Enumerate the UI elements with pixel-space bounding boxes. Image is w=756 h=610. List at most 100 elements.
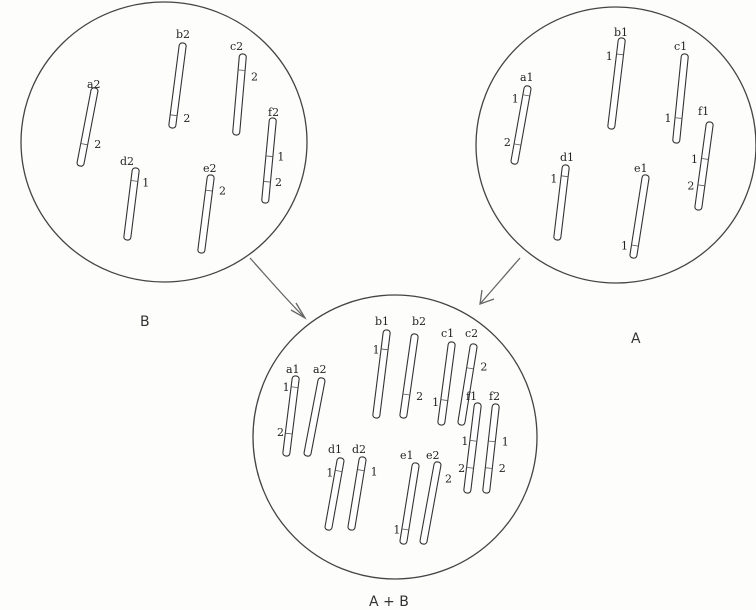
centromere-band [335, 469, 343, 472]
chromosome-label-b1: b1 [614, 26, 628, 39]
arm-marker: 1 [142, 176, 149, 189]
arm-marker: 1 [373, 343, 380, 356]
arm-marker: 1 [283, 381, 290, 394]
hybrid-circle [252, 294, 538, 580]
chromosome-b1 [372, 329, 391, 419]
arrow-b-to-hybrid [249, 257, 306, 319]
chromosome-label-c2: c2 [230, 40, 243, 53]
chromosome-label-d2: d2 [352, 443, 366, 456]
chromosome-b2 [168, 42, 187, 129]
centromere-band [238, 69, 246, 71]
chromosome-label-a1: a1 [520, 71, 534, 84]
chromosome-body [399, 462, 420, 545]
centromere-band [616, 53, 624, 56]
centromere-band [522, 94, 530, 97]
chromosome-e1 [629, 174, 650, 259]
chromosome-label-d1: d1 [560, 151, 574, 164]
centromere-band [80, 143, 88, 146]
chromosome-label-a1: a1 [286, 363, 300, 376]
arm-marker: 1 [550, 173, 557, 186]
arm-marker: 1 [393, 523, 400, 536]
chromosome-f1 [694, 121, 714, 211]
arm-marker: 2 [183, 112, 190, 125]
arm-marker: 1 [691, 153, 698, 166]
chromosome-d1 [324, 457, 345, 531]
caption-a: A [631, 331, 641, 347]
chromosome-label-f1: f1 [698, 105, 709, 118]
chromosome-a1 [510, 85, 532, 165]
chromosome-a2 [76, 87, 99, 167]
chromosome-c2 [457, 343, 478, 426]
chromosome-body [168, 42, 187, 129]
arm-marker: 1 [432, 396, 439, 409]
chromosome-b2 [399, 333, 419, 419]
arm-marker: 2 [277, 426, 284, 439]
centromere-band [697, 184, 705, 187]
caption-a-plus-b: A + B [369, 594, 409, 610]
chromosome-label-c1: c1 [674, 40, 687, 53]
centromere-band [513, 143, 522, 146]
chromosome-body [372, 329, 391, 419]
arm-marker: 2 [445, 472, 452, 485]
centromere-band [701, 158, 709, 160]
chromosome-c1 [437, 341, 456, 426]
chromosome-b1 [607, 37, 626, 130]
chromosome-label-d2: d2 [120, 155, 134, 168]
chromosome-a1 [282, 375, 300, 457]
chromosome-label-c2: c2 [465, 327, 478, 340]
chromosome-c1 [672, 53, 689, 144]
centromere-band [402, 393, 410, 396]
centromere-band [381, 348, 389, 351]
arm-marker: 1 [665, 112, 672, 125]
chromosome-body [463, 402, 482, 494]
centromere-band [130, 180, 138, 182]
arm-marker: 1 [606, 50, 613, 63]
centromere-band [466, 466, 474, 469]
chromosome-body [261, 117, 277, 204]
centromere-band [285, 432, 293, 435]
chromosome-body [197, 174, 215, 254]
arm-marker: 1 [502, 435, 509, 448]
chromosome-f2 [482, 403, 500, 494]
chromosome-body [282, 375, 300, 457]
arm-marker: 2 [416, 390, 423, 403]
centromere-band [401, 528, 409, 531]
centromere-band [631, 244, 639, 247]
chromosome-body [607, 37, 626, 130]
chromosome-body [419, 461, 442, 545]
centromere-band [561, 175, 569, 178]
chromosome-body [553, 164, 570, 241]
arm-marker: 1 [621, 240, 628, 253]
parent-a-circle [475, 6, 756, 284]
centromere-band [485, 467, 493, 469]
chromosome-label-d1: d1 [328, 443, 342, 456]
chromosome-body [324, 457, 345, 531]
centromere-band [466, 367, 474, 370]
chromosome-body [629, 174, 650, 259]
chromosome-body [482, 403, 500, 494]
arm-marker: 2 [251, 71, 258, 84]
chromosome-body [399, 333, 419, 419]
arm-marker: 1 [461, 435, 468, 448]
chromosome-body [303, 377, 326, 457]
chromosome-label-f2: f2 [489, 390, 500, 403]
arm-marker: 1 [512, 92, 519, 105]
arm-marker: 2 [458, 462, 465, 475]
chromosome-body [232, 53, 247, 136]
centromere-band [488, 440, 496, 443]
chromosome-label-f2: f2 [268, 106, 279, 119]
arm-marker: 1 [326, 466, 333, 479]
chromosome-label-b1: b1 [375, 315, 389, 328]
arrow-a-to-hybrid [479, 257, 521, 305]
centromere-band [205, 189, 213, 192]
centromere-band [440, 399, 448, 401]
chromosome-label-e2: e2 [203, 162, 217, 175]
chromosome-f2 [261, 117, 277, 204]
arm-marker: 2 [499, 462, 506, 475]
chromosome-body [123, 167, 140, 241]
arm-marker: 2 [504, 136, 511, 149]
